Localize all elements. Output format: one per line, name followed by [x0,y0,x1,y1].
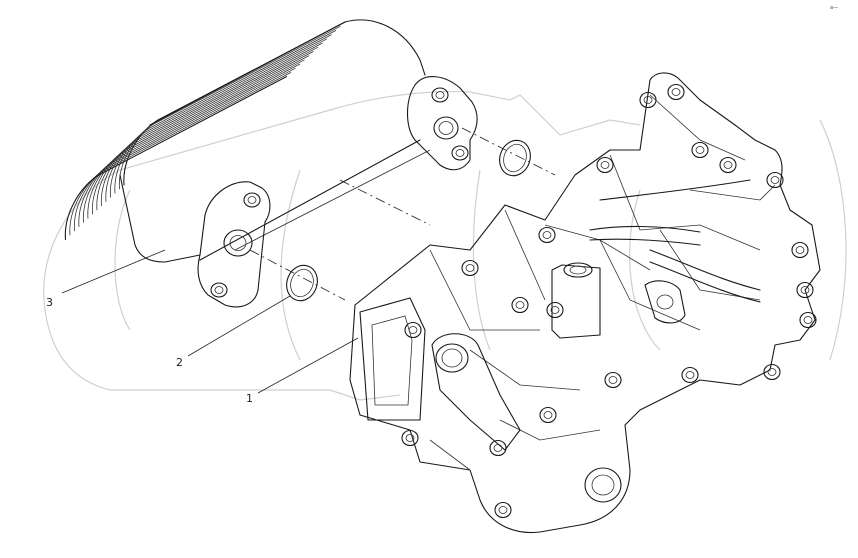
bolt-hole [799,311,817,329]
oil-cooler-core [64,19,431,263]
bolt-hole-bore [803,316,813,324]
bolt-hole [719,156,737,174]
callout-1-label: 1 [246,392,253,405]
bolt-hole-bore [543,411,553,419]
bolt-hole-bore [600,161,610,169]
bolt-hole-bore [608,376,618,384]
bolt-hole [604,371,622,389]
bolt-hole-bore [695,146,705,154]
bolt-hole [667,83,685,101]
cooler-plate [83,59,305,223]
bolt-hole [494,501,512,519]
cooler-housing [349,72,821,534]
bolt-hole [796,281,814,299]
bolt-hole [401,429,419,447]
bolt-hole-bore [498,506,508,514]
cooler-plate [87,55,310,219]
cooler-plate [64,76,288,241]
corner-mark: a— [830,5,838,11]
bolt-hole-bore [770,176,780,184]
cooler-plate [74,67,296,232]
bolt-hole-bore [767,368,777,376]
callout-2-label: 2 [176,356,183,369]
callout-2: 2 [176,295,291,369]
cooler-front-flange [197,181,271,308]
bolt-hole [546,301,564,319]
bolt-hole [766,171,784,189]
bolt-hole [763,363,781,381]
callout-3-label: 3 [46,296,53,309]
cooler-plate [92,51,314,215]
bolt-hole-bore [515,301,525,309]
bolt-hole-bore [408,326,418,334]
bolt-hole [596,156,614,174]
bolt-hole [511,296,529,314]
bolt-hole [681,366,699,384]
bolt-hole [489,439,507,457]
o-ring-seal-lower [286,264,318,302]
bolt-hole-bore [493,444,503,452]
cooler-plate [69,72,292,236]
cooler-plate [96,46,319,211]
bolt-hole [539,406,557,424]
bolt-hole-bore [550,306,560,314]
watermark-outline [43,90,847,401]
bolt-hole [461,259,479,277]
o-ring-seal-upper [499,139,531,177]
housing-bolt-holes [401,83,817,519]
bolt-hole-bore [800,286,810,294]
bolt-hole-bore [723,161,733,169]
cooler-rear-flange [406,76,478,171]
bolt-hole [404,321,422,339]
bolt-hole [691,141,709,159]
bolt-hole [791,241,809,259]
bolt-hole [538,226,556,244]
bolt-hole-bore [643,96,653,104]
bolt-hole-bore [795,246,805,254]
bolt-hole-bore [671,88,681,96]
bolt-hole-bore [685,371,695,379]
bolt-hole [639,91,657,109]
bolt-hole-bore [405,434,415,442]
assembly-centerlines [249,127,556,301]
callout-3: 3 [46,249,166,309]
cooler-plate [78,63,301,228]
callout-1: 1 [246,337,359,405]
bolt-hole-bore [542,231,552,239]
bolt-hole-bore [465,264,475,272]
